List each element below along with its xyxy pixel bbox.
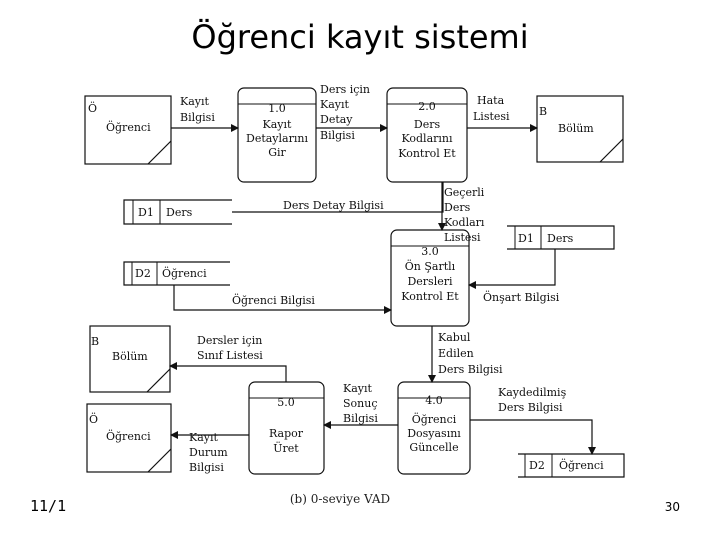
store-id: D1 [138,206,154,219]
process-line: Gir [268,146,286,159]
process-line: Kontrol Et [401,290,459,303]
process-line: Güncelle [409,441,458,454]
flow-label-ders-detay: Ders Detay Bilgisi [283,199,384,212]
svg-text:Kodları: Kodları [444,216,485,229]
flow-label-kayit-sonuc: Kayıt Sonuç Bilgisi [343,382,378,425]
svg-text:Edilen: Edilen [438,347,474,360]
entity-bolum-top: B Bölüm [536,95,624,163]
store-d2-left: D2 Öğrenci [123,261,230,286]
flow-label-hata-listesi: Hata Listesi [473,94,510,123]
store-name: Öğrenci [559,458,604,472]
svg-text:Kayıt: Kayıt [189,431,219,444]
flow-label-ogrenci-bilgisi: Öğrenci Bilgisi [232,293,315,307]
entity-name: Öğrenci [106,120,151,134]
svg-text:Kayıt: Kayıt [320,98,350,111]
entity-ogrenci-top: Ö Öğrenci [84,95,172,165]
entity-code: B [91,335,99,348]
process-line: Kodlarını [401,132,453,145]
store-d1-right: D1 Ders [507,225,615,250]
svg-text:Ders için: Ders için [320,83,370,96]
process-id: 5.0 [277,396,295,409]
store-name: Öğrenci [162,266,207,280]
svg-text:Bilgisi: Bilgisi [320,129,355,142]
store-id: D2 [135,267,151,280]
entity-bolum-mid: B Bölüm [89,325,171,393]
flow-label-dersler-icin: Dersler için Sınıf Listesi [197,334,263,362]
entity-ogrenci-bottom: Ö Öğrenci [86,403,172,473]
entity-name: Bölüm [112,350,148,363]
flow-label-ders-icin: Ders için Kayıt Detay Bilgisi [320,83,370,142]
svg-text:Detay: Detay [320,113,353,126]
process-line: Ders [414,118,441,131]
figure-caption: (b) 0-seviye VAD [289,492,391,506]
svg-text:Durum: Durum [189,446,228,459]
flow-arrows [169,124,596,455]
process-line: Üret [273,441,299,455]
flow-label-kayit-bilgisi: Kayıt Bilgisi [180,95,215,124]
svg-text:Bilgisi: Bilgisi [343,412,378,425]
process-line: Öğrenci [412,412,457,426]
process-id: 3.0 [421,245,439,258]
svg-text:Sonuç: Sonuç [343,397,378,410]
flow-label-kaydedilmis: Kaydedilmiş Ders Bilgisi [498,386,567,414]
footer-date: 11/1 [30,497,67,515]
store-d1-left: D1 Ders [123,199,232,225]
process-1: 1.0 Kayıt Detaylarını Gir [237,87,317,183]
svg-text:Ders Bilgisi: Ders Bilgisi [438,363,503,376]
svg-text:Listesi: Listesi [473,110,510,123]
svg-text:Önşart Bilgisi: Önşart Bilgisi [483,290,560,304]
svg-text:Bilgisi: Bilgisi [189,461,224,474]
flow-label-gecerli: Geçerli Ders Kodları Listesi [444,186,485,244]
process-id: 2.0 [418,100,436,113]
entity-code: Ö [89,412,98,426]
flow-label-onsart: Önşart Bilgisi [483,290,560,304]
entity-name: Öğrenci [106,429,151,443]
svg-text:Kabul: Kabul [438,331,471,344]
process-line: Dosyasını [407,427,461,440]
process-id: 1.0 [268,102,286,115]
page-number: 30 [664,500,680,514]
svg-text:Kaydedilmiş: Kaydedilmiş [498,386,567,399]
process-id: 4.0 [425,394,443,407]
svg-text:Ders Bilgisi: Ders Bilgisi [498,401,563,414]
process-line: Kayıt [263,118,293,131]
entity-name: Bölüm [558,122,594,135]
process-5: 5.0 Rapor Üret [248,381,325,475]
slide-title: Öğrenci kayıt sistemi [191,18,529,56]
store-id: D2 [529,459,545,472]
process-2: 2.0 Ders Kodlarını Kontrol Et [386,87,468,183]
svg-text:Bilgisi: Bilgisi [180,111,215,124]
process-line: Dersleri [407,275,453,288]
flow-label-kayit-durum: Kayıt Durum Bilgisi [189,431,228,474]
svg-text:Hata: Hata [477,94,505,107]
process-line: Detaylarını [246,132,308,145]
svg-text:Geçerli: Geçerli [444,186,485,199]
svg-text:Kayıt: Kayıt [180,95,210,108]
process-line: Rapor [269,427,304,440]
svg-text:Listesi: Listesi [444,231,481,244]
process-4: 4.0 Öğrenci Dosyasını Güncelle [397,381,471,475]
entity-code: B [539,105,547,118]
process-line: Ön Şartlı [405,259,456,273]
store-name: Ders [547,232,574,245]
process-line: Kontrol Et [398,147,456,160]
store-d2-bottom: D2 Öğrenci [518,453,625,478]
svg-text:Öğrenci Bilgisi: Öğrenci Bilgisi [232,293,315,307]
svg-text:Sınıf Listesi: Sınıf Listesi [197,349,263,362]
store-name: Ders [166,206,193,219]
svg-text:Dersler için: Dersler için [197,334,262,347]
process-3: 3.0 Ön Şartlı Dersleri Kontrol Et [390,229,470,327]
svg-text:Kayıt: Kayıt [343,382,373,395]
entity-code: Ö [88,101,97,115]
svg-text:Ders Detay Bilgisi: Ders Detay Bilgisi [283,199,384,212]
svg-text:Ders: Ders [444,201,471,214]
flow-label-kabul: Kabul Edilen Ders Bilgisi [438,331,503,376]
store-id: D1 [518,232,534,245]
